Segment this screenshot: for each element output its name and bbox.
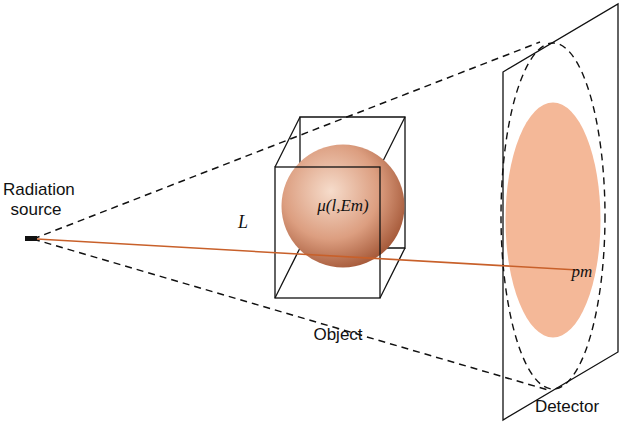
projection-ellipse-outline xyxy=(505,102,601,338)
node-label: pm xyxy=(571,262,592,282)
detector-plate xyxy=(503,4,618,420)
projection-ellipse: pm xyxy=(505,102,601,338)
node-label: μ(l,Em) xyxy=(317,196,369,216)
radiation-source xyxy=(25,236,37,241)
detector-label: Detector xyxy=(535,397,599,417)
object-label: Object xyxy=(313,325,362,345)
object-sphere: μ(l,Em) xyxy=(281,144,405,268)
beam-edge xyxy=(33,239,548,390)
source-label: Radiation source xyxy=(3,180,69,219)
object-cube xyxy=(275,117,405,298)
beam-footprint xyxy=(501,43,605,389)
path-length-label: L xyxy=(238,212,248,233)
